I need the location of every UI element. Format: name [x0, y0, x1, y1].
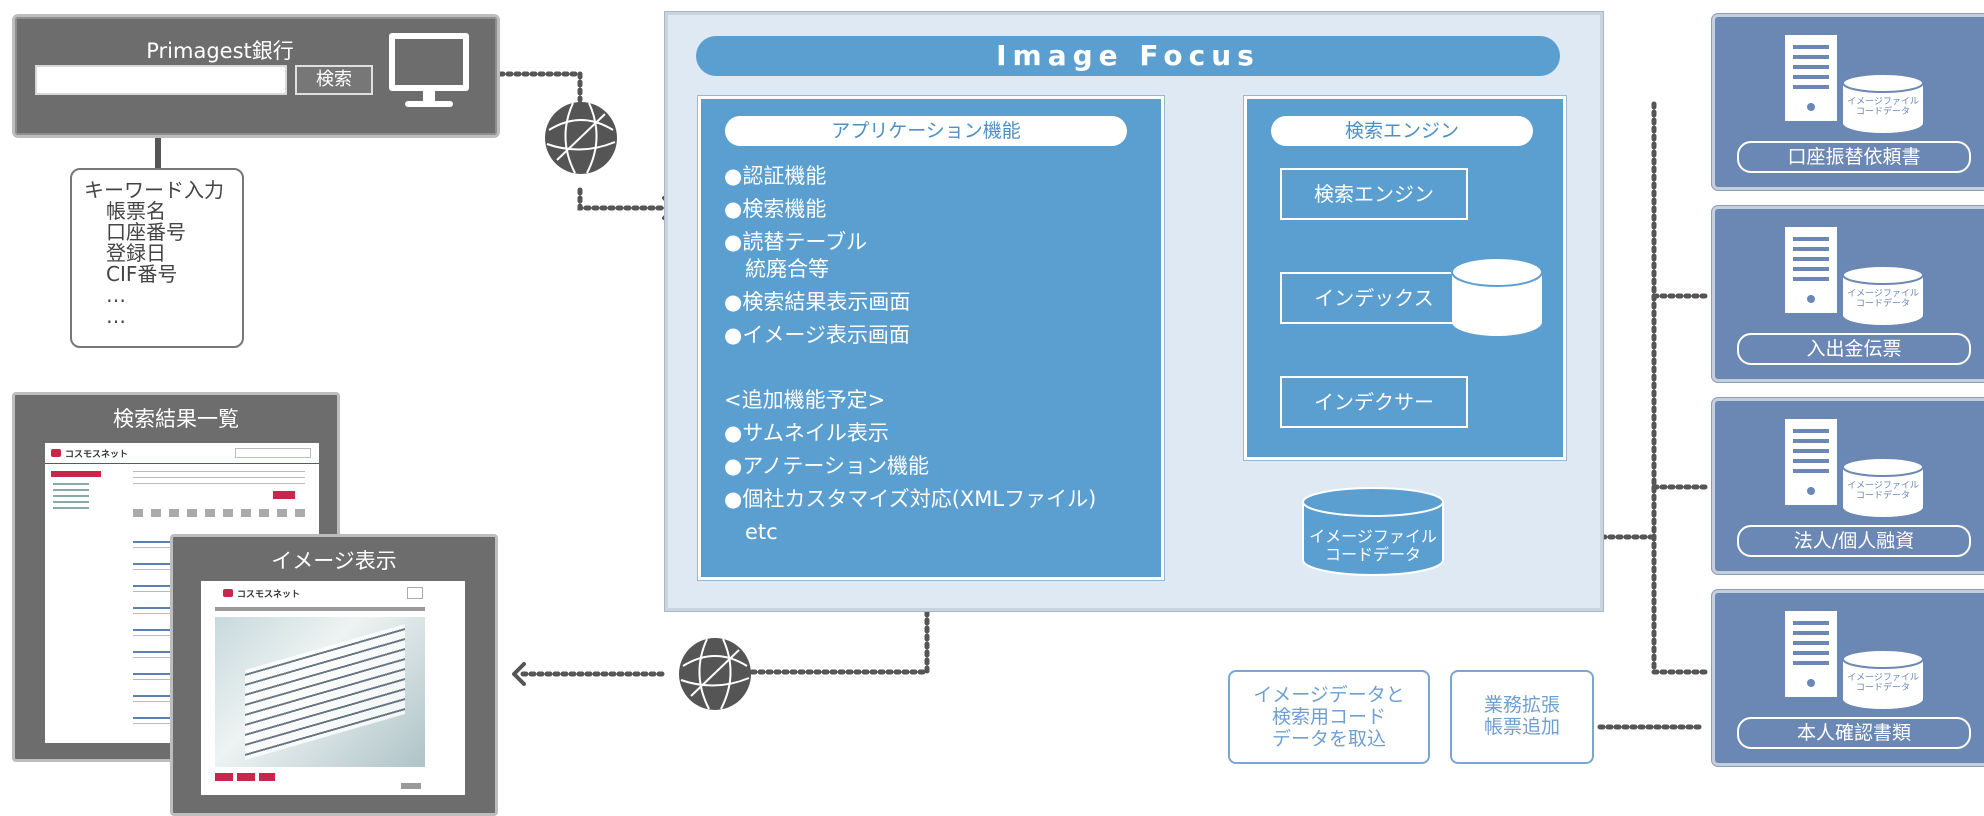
- search-submit: [273, 491, 295, 499]
- document-label: 本人確認書類: [1737, 717, 1971, 749]
- results-logo: コスモスネット: [65, 450, 129, 460]
- import-note: イメージデータと 検索用コード データを取込: [1228, 670, 1430, 764]
- app-function-item: ●アノテーション機能: [724, 454, 930, 478]
- app-function-item: etc: [724, 520, 778, 544]
- document-source-card: イメージファイルコードデータ 本人確認書類: [1712, 590, 1984, 766]
- server-icon: [1785, 419, 1837, 505]
- cylinder-label-line: コードデータ: [1855, 299, 1910, 309]
- system-title: Image Focus: [696, 36, 1560, 76]
- cylinder-label-line: イメージファイル: [1847, 673, 1919, 683]
- client-terminal: Primagest銀行 検索: [12, 14, 500, 138]
- index-database-icon: [1451, 257, 1543, 336]
- search-engine-box: 検索エンジン: [1280, 168, 1468, 220]
- sidebar-list: [53, 483, 89, 513]
- image-footer: [401, 783, 421, 789]
- cylinder-label: イメージファイルコードデータ: [1843, 481, 1923, 501]
- image-action-buttons: [215, 773, 275, 781]
- image-screenshot: コスモスネット: [201, 581, 465, 795]
- document-source-card: イメージファイルコードデータ 口座振替依頼書: [1712, 14, 1984, 190]
- document-source-card: イメージファイルコードデータ 入出金伝票: [1712, 206, 1984, 382]
- cylinder-label-line: イメージファイル: [1847, 289, 1919, 299]
- datastore-label: イメージファイル コードデータ: [1300, 528, 1446, 564]
- results-header-field: [235, 448, 311, 458]
- app-function-item: ●検索結果表示画面: [724, 290, 911, 314]
- cylinder-label: イメージファイルコードデータ: [1843, 289, 1923, 309]
- document-cylinder-icon: [1842, 265, 1924, 325]
- keyword-item: 帳票名: [106, 199, 166, 223]
- app-function-item: ●読替テーブル: [724, 230, 868, 254]
- search-form: [133, 471, 305, 485]
- network-globe-icon: [545, 102, 617, 174]
- image-display-panel: イメージ表示 コスモスネット: [170, 534, 498, 816]
- datastore-cylinder-icon: [1302, 487, 1444, 576]
- document-label: 口座振替依頼書: [1737, 141, 1971, 173]
- datastore-line1: イメージファイル: [1309, 527, 1437, 546]
- extension-note-line: 業務拡張: [1483, 694, 1560, 716]
- cylinder-label-line: イメージファイル: [1847, 97, 1919, 107]
- results-title: 検索結果一覧: [113, 407, 239, 431]
- network-globe-icon: [679, 638, 751, 710]
- document-label: 法人/個人融資: [1737, 525, 1971, 557]
- image-display-title: イメージ表示: [271, 549, 397, 573]
- application-functions-panel: [698, 96, 1164, 580]
- app-function-item: 統廃合等: [724, 257, 829, 281]
- server-icon: [1785, 227, 1837, 313]
- client-title: Primagest銀行: [146, 39, 294, 63]
- app-function-item: [724, 352, 1096, 384]
- keyword-heading: キーワード入力: [84, 178, 224, 202]
- indexer-box: インデクサー: [1280, 376, 1468, 428]
- server-icon: [1785, 35, 1837, 121]
- search-input[interactable]: [35, 65, 287, 95]
- image-logo: コスモスネット: [237, 590, 301, 600]
- cylinder-label-line: コードデータ: [1855, 683, 1910, 693]
- planned-heading: <追加機能予定>: [724, 388, 886, 412]
- app-function-item: ●認証機能: [724, 164, 827, 188]
- keyword-item: 口座番号: [106, 220, 186, 244]
- app-function-item: ●検索機能: [724, 197, 827, 221]
- filter-row: [133, 509, 305, 517]
- monitor-icon: [389, 33, 469, 107]
- cylinder-label-line: コードデータ: [1855, 491, 1910, 501]
- keyword-list: キーワード入力 帳票名 口座番号 登録日 CIF番号 … …: [70, 168, 244, 348]
- app-function-item: ●個社カスタマイズ対応(XMLファイル): [724, 487, 1097, 511]
- import-note-line: データを取込: [1271, 728, 1386, 750]
- document-cylinder-icon: [1842, 457, 1924, 517]
- logo-icon: [51, 449, 61, 457]
- keyword-item: …: [106, 304, 126, 328]
- image-caption: [215, 607, 425, 611]
- cylinder-label-line: イメージファイル: [1847, 481, 1919, 491]
- close-icon: [407, 587, 423, 599]
- document-image: [215, 617, 425, 767]
- server-icon: [1785, 611, 1837, 697]
- app-function-item: ●サムネイル表示: [724, 421, 889, 445]
- extension-note-line: 帳票追加: [1483, 716, 1560, 738]
- keyword-item: …: [106, 283, 126, 307]
- cylinder-label-line: コードデータ: [1855, 107, 1910, 117]
- import-note-line: 検索用コード: [1271, 706, 1386, 728]
- search-button[interactable]: 検索: [295, 65, 373, 95]
- sidebar-bar: [51, 471, 101, 477]
- datastore-line2: コードデータ: [1324, 545, 1421, 564]
- index-box: インデックス: [1280, 272, 1468, 324]
- keyword-item: CIF番号: [106, 262, 178, 286]
- document-lines: [245, 624, 405, 760]
- cylinder-label: イメージファイルコードデータ: [1843, 97, 1923, 117]
- cylinder-label: イメージファイルコードデータ: [1843, 673, 1923, 693]
- app-function-item: ●イメージ表示画面: [724, 323, 910, 347]
- app-functions-list: ●認証機能 ●検索機能 ●読替テーブル 統廃合等 ●検索結果表示画面 ●イメージ…: [724, 160, 1096, 549]
- keyword-item: 登録日: [106, 241, 166, 265]
- divider: [45, 463, 319, 464]
- document-label: 入出金伝票: [1737, 333, 1971, 365]
- extension-note: 業務拡張 帳票追加: [1450, 670, 1594, 764]
- logo-icon: [223, 589, 233, 597]
- document-cylinder-icon: [1842, 649, 1924, 709]
- document-cylinder-icon: [1842, 73, 1924, 133]
- app-functions-header: アプリケーション機能: [725, 116, 1127, 146]
- document-source-card: イメージファイルコードデータ 法人/個人融資: [1712, 398, 1984, 574]
- search-engine-header: 検索エンジン: [1271, 116, 1533, 146]
- import-note-line: イメージデータと: [1253, 684, 1405, 706]
